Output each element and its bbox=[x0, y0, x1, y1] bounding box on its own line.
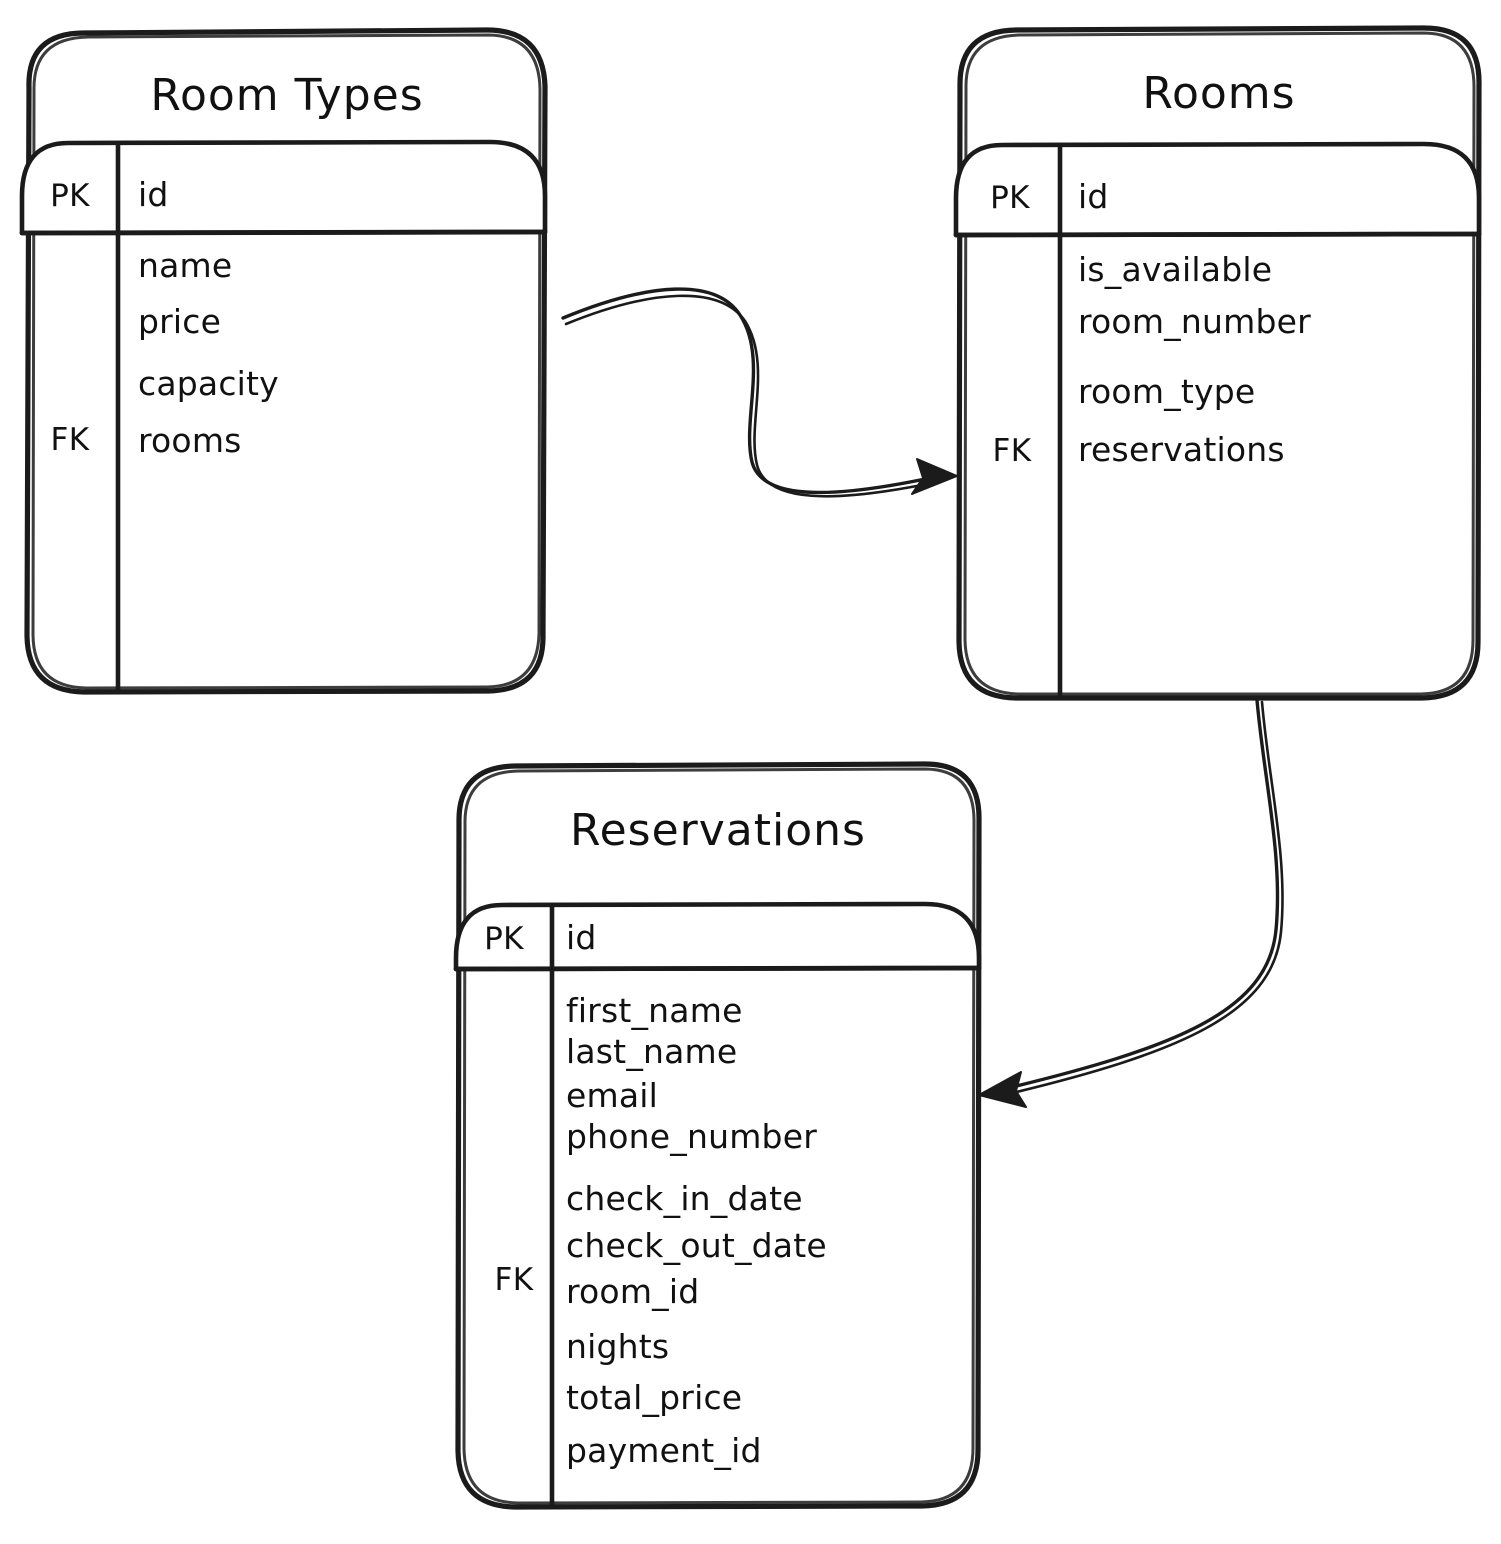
entity-rooms-pk-divider bbox=[953, 231, 1482, 238]
entity-rooms-fk-label: FK bbox=[993, 433, 1032, 469]
entity-rooms-field-is-available: is_available bbox=[1078, 250, 1272, 289]
entity-rooms[interactable]: Rooms PK id FK is_available room_number … bbox=[953, 25, 1482, 701]
entity-room-types-field-name: name bbox=[138, 246, 232, 285]
entity-room-types-pk-field: id bbox=[138, 175, 169, 214]
entity-room-types-field-price: price bbox=[138, 302, 221, 341]
entity-reservations-field-total-price: total_price bbox=[566, 1378, 742, 1417]
entity-reservations-field-first-name: first_name bbox=[566, 991, 743, 1030]
entity-reservations-pk-field: id bbox=[566, 918, 597, 957]
relationship-room-types-to-rooms-line-sketch bbox=[564, 294, 934, 498]
entity-reservations-fk-label: FK bbox=[495, 1262, 534, 1298]
entity-rooms-pk-box bbox=[953, 141, 1482, 238]
entity-rooms-pk-field: id bbox=[1078, 177, 1109, 216]
entity-reservations-field-phone-number: phone_number bbox=[566, 1117, 817, 1156]
relationship-room-types-to-rooms[interactable] bbox=[561, 287, 958, 498]
entity-reservations-pk-box bbox=[453, 901, 982, 972]
entity-rooms-outline-sketch bbox=[963, 31, 1476, 696]
entity-reservations-title: Reservations bbox=[570, 805, 866, 856]
entity-rooms-outline bbox=[956, 25, 1482, 701]
relationship-room-types-to-rooms-line bbox=[561, 287, 932, 495]
entity-rooms-field-room-type: room_type bbox=[1078, 372, 1255, 411]
entity-rooms-field-reservations: reservations bbox=[1078, 430, 1285, 469]
entity-room-types-fk-label: FK bbox=[51, 422, 90, 458]
entity-reservations-pk-divider bbox=[453, 965, 982, 972]
relationship-rooms-to-reservations-line bbox=[998, 698, 1280, 1092]
entity-reservations-field-nights: nights bbox=[566, 1327, 669, 1366]
entity-room-types-pk-label: PK bbox=[50, 178, 90, 214]
relationship-rooms-to-reservations[interactable] bbox=[978, 698, 1284, 1108]
entity-room-types-pk-divider bbox=[19, 229, 548, 236]
relationship-rooms-to-reservations-line-sketch bbox=[1002, 700, 1284, 1097]
entity-reservations[interactable]: Reservations PK id FK first_name last_na… bbox=[453, 761, 982, 1510]
entity-rooms-title: Rooms bbox=[1142, 68, 1295, 119]
entity-room-types-field-capacity: capacity bbox=[138, 364, 279, 403]
entity-room-types-pk-box bbox=[19, 139, 548, 236]
entity-reservations-outline-sketch bbox=[462, 767, 976, 1505]
entity-room-types-outline bbox=[24, 27, 548, 695]
entity-reservations-field-email: email bbox=[566, 1076, 658, 1115]
entity-reservations-field-check-out-date: check_out_date bbox=[566, 1226, 827, 1265]
entity-reservations-field-check-in-date: check_in_date bbox=[566, 1179, 803, 1218]
entity-reservations-field-room-id: room_id bbox=[566, 1272, 699, 1311]
entity-room-types-outline-sketch bbox=[31, 33, 542, 690]
relationship-room-types-arrowhead-icon bbox=[911, 458, 958, 495]
relationship-rooms-arrowhead-icon bbox=[978, 1071, 1027, 1108]
entity-rooms-pk-label: PK bbox=[990, 180, 1030, 216]
entity-reservations-field-last-name: last_name bbox=[566, 1032, 737, 1071]
entity-room-types[interactable]: Room Types PK id FK name price capacity … bbox=[19, 27, 548, 695]
entity-reservations-field-payment-id: payment_id bbox=[566, 1431, 762, 1470]
entity-reservations-pk-label: PK bbox=[484, 921, 524, 957]
entity-rooms-field-room-number: room_number bbox=[1078, 302, 1311, 341]
entity-room-types-field-rooms: rooms bbox=[138, 421, 242, 460]
entity-room-types-title: Room Types bbox=[150, 70, 423, 121]
